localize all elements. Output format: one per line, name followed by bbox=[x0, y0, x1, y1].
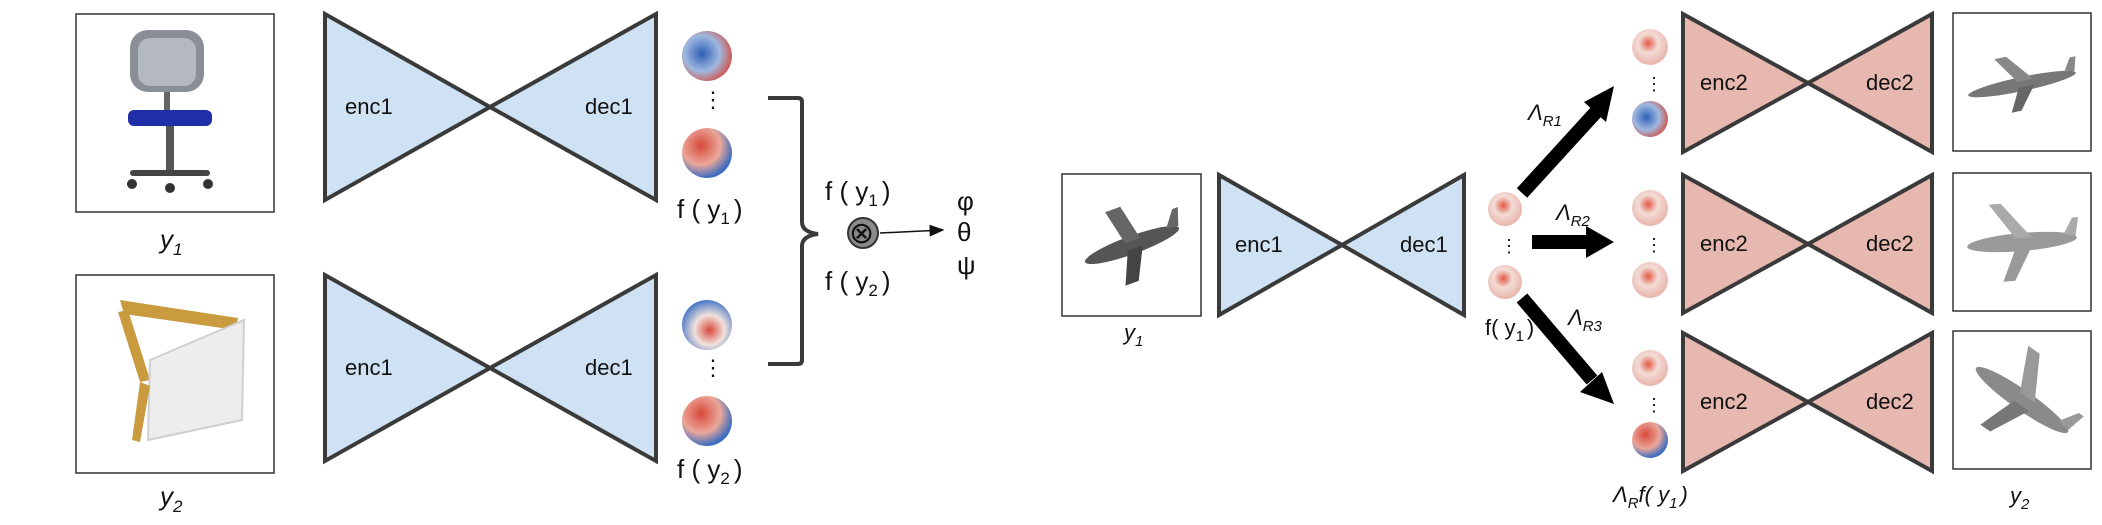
combine-bracket bbox=[768, 96, 819, 366]
encoder-label: enc1 bbox=[1235, 232, 1283, 257]
decoder-block bbox=[485, 10, 658, 204]
feature-label-f-y2: f ( y2) bbox=[677, 454, 742, 488]
encoder-label: enc1 bbox=[345, 94, 393, 119]
branch-spheres: ⋮ ⋮ ⋮ bbox=[1632, 29, 1668, 458]
ellipsis: ⋮ bbox=[1645, 74, 1663, 94]
otimes-icon: ⊗ bbox=[849, 217, 874, 250]
decoder-label: dec1 bbox=[585, 94, 633, 119]
feature-sphere bbox=[1488, 192, 1522, 226]
encoder-block bbox=[1681, 329, 1813, 475]
office-chair-image bbox=[127, 30, 213, 193]
correlation-input-f-y2: f ( y2) bbox=[825, 266, 890, 300]
encoder-label: enc2 bbox=[1700, 389, 1748, 414]
ellipsis: ⋮ bbox=[1500, 236, 1518, 256]
output-label-y2: y2 bbox=[2008, 483, 2030, 513]
feature-sphere bbox=[1632, 101, 1668, 137]
input-label-y2: y2 bbox=[158, 481, 183, 516]
correlation-input-f-y1: f ( y1) bbox=[825, 176, 890, 210]
angle-psi: ψ bbox=[957, 250, 976, 280]
angle-theta: θ bbox=[957, 217, 971, 247]
encoder-label: enc2 bbox=[1700, 70, 1748, 95]
output-arrow bbox=[879, 224, 945, 237]
feature-sphere bbox=[1632, 262, 1668, 298]
feature-sphere bbox=[1632, 29, 1668, 65]
feature-sphere bbox=[682, 31, 732, 81]
rotated-feature-label: ΛRf( y1) bbox=[1611, 482, 1688, 512]
decoder-block bbox=[1803, 171, 1934, 317]
folding-chair-image bbox=[118, 300, 246, 442]
encoder-block bbox=[323, 10, 495, 204]
autoencoder-top: enc1 dec1 bbox=[323, 10, 658, 204]
decoder-block bbox=[1803, 329, 1934, 475]
ellipsis: ⋮ bbox=[1645, 235, 1663, 255]
feature-sphere bbox=[682, 300, 732, 350]
feature-label-f-y1: f ( y1) bbox=[677, 194, 742, 228]
feature-sphere bbox=[682, 396, 732, 446]
feature-sphere bbox=[1632, 350, 1668, 386]
decoder-label: dec1 bbox=[1400, 232, 1448, 257]
autoencoder-branch-1: enc2 dec2 bbox=[1681, 10, 1934, 156]
otimes-circle bbox=[847, 217, 879, 249]
feature-spheres-bottom: ⋮ f ( y2) bbox=[677, 300, 742, 488]
feature-spheres-top: ⋮ f ( y1) bbox=[677, 31, 742, 228]
rotation-label-r2: ΛR2 bbox=[1554, 200, 1591, 230]
ellipsis: ⋮ bbox=[1645, 395, 1663, 415]
airplane-image bbox=[1084, 206, 1180, 286]
feature-sphere bbox=[682, 128, 732, 178]
airplane-image bbox=[1968, 56, 2076, 113]
decoder-label: dec2 bbox=[1866, 389, 1914, 414]
feature-spheres-main: ⋮ f( y1) bbox=[1485, 192, 1534, 345]
feature-label-f-y1: f( y1) bbox=[1485, 315, 1534, 345]
encoder-block bbox=[1681, 171, 1813, 317]
angle-phi: φ bbox=[957, 186, 974, 216]
airplane-image bbox=[1967, 203, 2079, 282]
autoencoder-branch-2: enc2 dec2 bbox=[1681, 171, 1934, 317]
ellipsis: ⋮ bbox=[702, 355, 724, 380]
rotation-label-r1: ΛR1 bbox=[1526, 100, 1562, 130]
encoder-block bbox=[1681, 10, 1813, 156]
decoder-label: dec2 bbox=[1866, 231, 1914, 256]
ellipsis: ⋮ bbox=[702, 87, 724, 112]
decoder-block bbox=[1337, 171, 1466, 319]
feature-sphere bbox=[1632, 190, 1668, 226]
airplane-image bbox=[1975, 345, 2084, 434]
rotation-label-r3: ΛR3 bbox=[1566, 305, 1603, 335]
feature-sphere bbox=[1488, 265, 1522, 299]
encoder-label: enc1 bbox=[345, 355, 393, 380]
encoder-block bbox=[1217, 171, 1347, 319]
encoder-label: enc2 bbox=[1700, 231, 1748, 256]
decoder-label: dec1 bbox=[585, 355, 633, 380]
autoencoder-bottom: enc1 dec1 bbox=[323, 271, 658, 465]
input-label-y1: y1 bbox=[158, 224, 182, 259]
autoencoder-branch-3: enc2 dec2 bbox=[1681, 329, 1934, 475]
decoder-label: dec2 bbox=[1866, 70, 1914, 95]
encoder-block bbox=[323, 271, 495, 465]
decoder-block bbox=[485, 271, 658, 465]
autoencoder-main: enc1 dec1 bbox=[1217, 171, 1466, 319]
rotation-arrows bbox=[1516, 86, 1614, 404]
feature-sphere bbox=[1632, 422, 1668, 458]
decoder-block bbox=[1803, 10, 1934, 156]
input-label-y1: y1 bbox=[1122, 320, 1143, 350]
